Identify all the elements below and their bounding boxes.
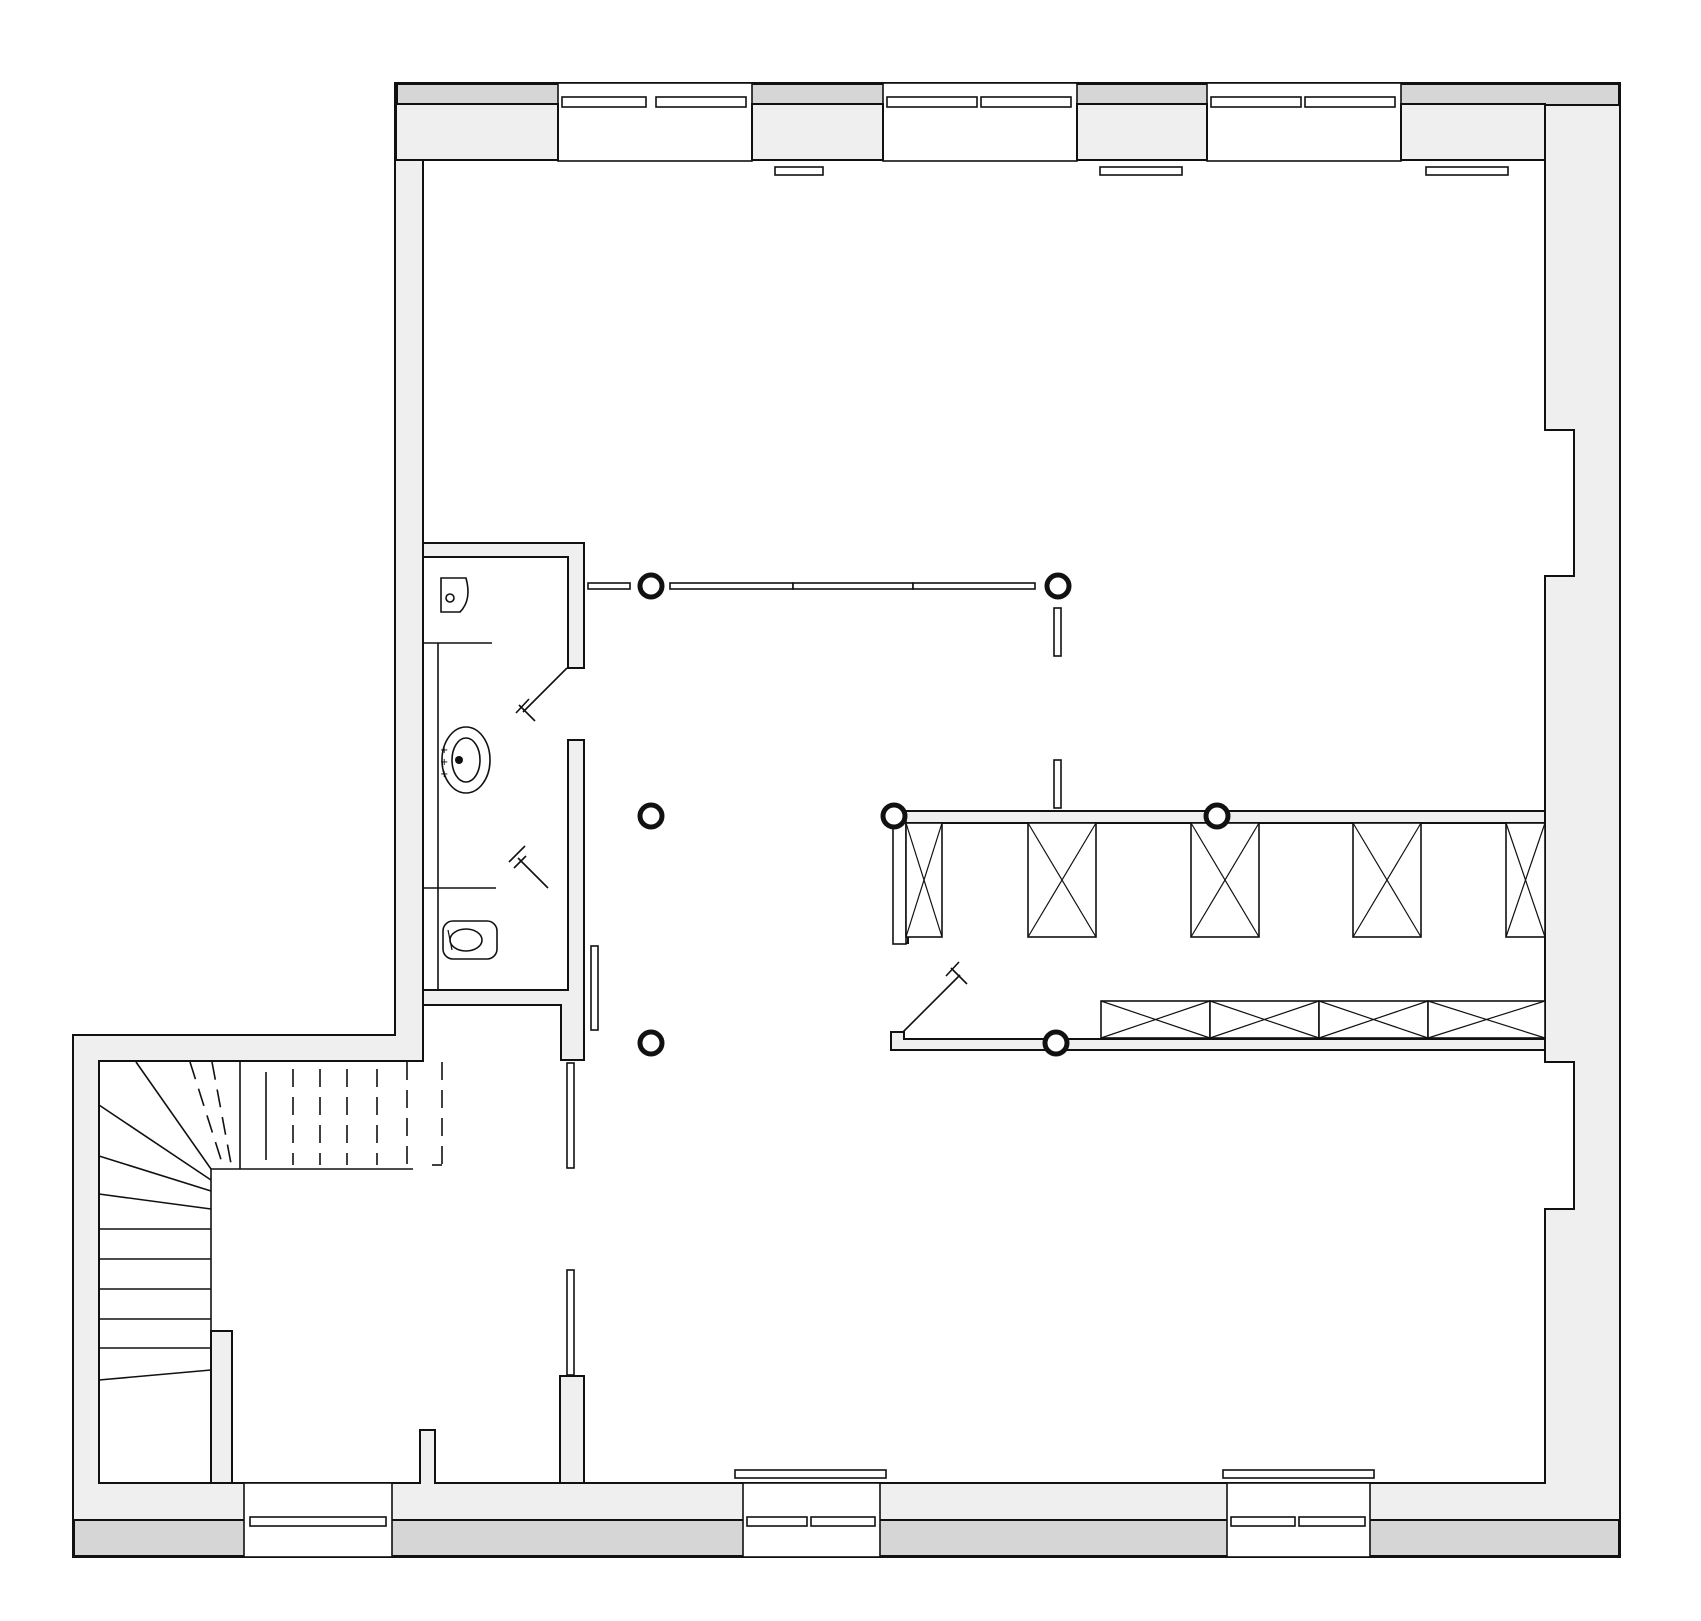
sliding-door-upper [566,1062,575,1169]
wc-door-1 [515,667,568,722]
staircase [98,1061,443,1484]
sliding-panel [590,945,599,1031]
fixture-mark: + [440,757,448,768]
cabinet [1027,822,1097,938]
top-pier-left [395,103,559,161]
cabinet [905,822,943,938]
column [1044,572,1072,600]
washbasin-icon: + + + [440,726,491,794]
column [637,802,665,830]
shelf-unit [1209,1000,1320,1039]
fixture-mark: + [440,745,448,756]
column [637,1029,665,1057]
bottom-window-left [243,1482,393,1558]
wc-side-wall [422,739,585,1061]
shelf-row [1100,1000,1546,1039]
cabinet [1190,822,1260,938]
bottom-window-mid [734,1469,887,1558]
fixture-mark: + [440,769,448,780]
top-window-2 [882,82,1183,176]
wc-door-2 [508,845,549,889]
top-pier-1 [751,103,884,161]
toilet-icon [442,920,498,960]
column [1203,802,1231,830]
sliding-door-lower [566,1269,575,1376]
storage-door-panel [892,817,907,945]
wc-block-wall [422,542,585,669]
column [1042,1029,1070,1057]
shelf-unit [1100,1000,1211,1039]
stair-wall [210,1330,233,1484]
column [637,572,665,600]
top-pier-right [1400,103,1546,161]
cabinet [1352,822,1422,938]
cabinet-row [905,822,1546,938]
glass-partition [587,582,1062,809]
cabinet [1505,822,1546,938]
partition-stub [559,1375,585,1484]
column [880,802,908,830]
top-pier-2 [1076,103,1208,161]
storage-door [902,961,968,1033]
bottom-window-right [1222,1469,1375,1558]
washbasin-icon [440,577,469,613]
shelf-unit [1318,1000,1429,1039]
shelf-unit [1427,1000,1546,1039]
top-window-3 [1206,82,1509,176]
